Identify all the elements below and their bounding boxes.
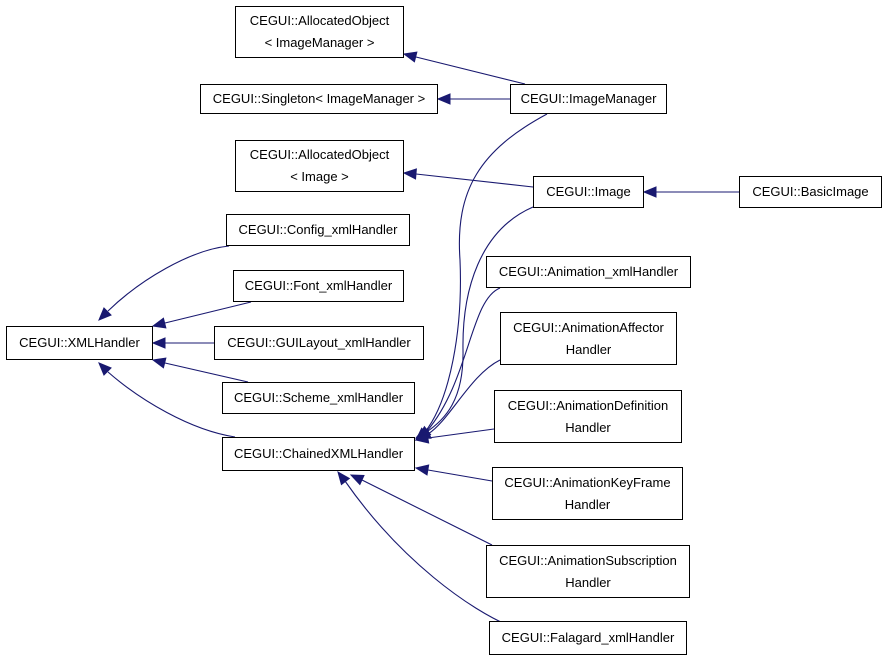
edge-scheme-to-xmlhandler — [164, 362, 249, 383]
arrowhead-chained — [414, 464, 430, 476]
node-label-line2: Handler — [565, 341, 612, 357]
edge-anim_subscription-to-chained — [361, 479, 493, 546]
node-falagard-xmlhandler[interactable]: CEGUI::Falagard_xmlHandler — [489, 621, 687, 655]
node-label: CEGUI::Font_xmlHandler — [244, 278, 393, 293]
node-label: CEGUI::Falagard_xmlHandler — [501, 630, 675, 645]
node-label-line2: Handler — [565, 574, 611, 590]
edge-image-to-chained — [424, 206, 534, 434]
edge-imagemanager-to-chained — [424, 113, 548, 433]
node-scheme-xmlhandler[interactable]: CEGUI::Scheme_xmlHandler — [222, 382, 415, 414]
arrowhead-chained — [414, 432, 430, 444]
edge-anim_keyframe-to-chained — [427, 469, 493, 482]
node-label-line1: CEGUI::AllocatedObject — [249, 13, 390, 28]
node-label-line2: Handler — [564, 496, 611, 512]
node-label: CEGUI::BasicImage — [752, 184, 869, 199]
node-animationaffectorhandler[interactable]: CEGUI::AnimationAffector Handler — [500, 312, 677, 365]
node-label: CEGUI::Animation_xmlHandler — [498, 264, 679, 279]
node-label-line1: CEGUI::AnimationAffector — [513, 319, 664, 335]
node-label: CEGUI::ChainedXMLHandler — [233, 446, 404, 461]
node-allocatedobject-image[interactable]: CEGUI::AllocatedObject < Image > — [235, 140, 404, 192]
edge-anim_definition-to-chained — [427, 428, 495, 439]
node-xmlhandler[interactable]: CEGUI::XMLHandler — [6, 326, 153, 360]
arrowhead-chained — [349, 474, 365, 486]
edge-config-to-xmlhandler — [107, 245, 230, 312]
arrowhead-xmlhandler — [151, 337, 166, 349]
node-label: CEGUI::Config_xmlHandler — [238, 222, 398, 237]
node-label-line2: < Image > — [290, 169, 349, 184]
node-animationkeyframehandler[interactable]: CEGUI::AnimationKeyFrame Handler — [492, 467, 683, 520]
arrowhead-xmlhandler — [98, 307, 112, 321]
node-label-line2: < ImageManager > — [264, 35, 375, 50]
node-label-line2: Handler — [565, 419, 611, 435]
node-label-line1: CEGUI::AnimationKeyFrame — [504, 474, 671, 490]
node-config-xmlhandler[interactable]: CEGUI::Config_xmlHandler — [226, 214, 410, 246]
node-label-line1: CEGUI::AnimationDefinition — [507, 397, 669, 413]
arrowhead-xmlhandler — [98, 362, 112, 376]
node-label: CEGUI::Image — [546, 184, 631, 199]
node-label: CEGUI::Scheme_xmlHandler — [233, 390, 404, 405]
node-chainedxmlhandler[interactable]: CEGUI::ChainedXMLHandler — [222, 437, 415, 471]
edge-anim_xml-to-chained — [426, 287, 501, 432]
node-label: CEGUI::Singleton< ImageManager > — [212, 91, 426, 106]
node-singleton-imagemanager[interactable]: CEGUI::Singleton< ImageManager > — [200, 84, 438, 114]
arrowhead-singleton — [436, 93, 451, 105]
arrowhead-xmlhandler — [151, 357, 167, 369]
node-animationsubscriptionhandler[interactable]: CEGUI::AnimationSubscription Handler — [486, 545, 690, 598]
node-label: CEGUI::ImageManager — [520, 91, 657, 106]
arrowhead-image — [642, 186, 657, 198]
edge-chained-to-xmlhandler — [107, 371, 236, 438]
arrowhead-alloc_image — [402, 168, 417, 180]
edge-font-to-xmlhandler — [164, 301, 252, 324]
node-animationdefinitionhandler[interactable]: CEGUI::AnimationDefinition Handler — [494, 390, 682, 443]
arrowhead-chained — [337, 470, 351, 486]
node-basicimage[interactable]: CEGUI::BasicImage — [739, 176, 882, 208]
node-label: CEGUI::GUILayout_xmlHandler — [227, 335, 411, 350]
edge-imagemanager-to-alloc_imgmgr — [415, 56, 526, 85]
edge-anim_affector-to-chained — [427, 359, 501, 435]
edge-falagard-to-chained — [344, 480, 513, 628]
arrowhead-xmlhandler — [151, 317, 167, 329]
node-animation-xmlhandler[interactable]: CEGUI::Animation_xmlHandler — [486, 256, 691, 288]
node-label-line1: CEGUI::AllocatedObject — [249, 147, 390, 162]
node-image[interactable]: CEGUI::Image — [533, 176, 644, 208]
arrowhead-alloc_imgmgr — [402, 51, 418, 63]
node-guilayout-xmlhandler[interactable]: CEGUI::GUILayout_xmlHandler — [214, 326, 424, 360]
node-label-line1: CEGUI::AnimationSubscription — [499, 552, 677, 568]
node-imagemanager[interactable]: CEGUI::ImageManager — [510, 84, 667, 114]
node-font-xmlhandler[interactable]: CEGUI::Font_xmlHandler — [233, 270, 404, 302]
node-allocatedobject-imagemanager[interactable]: CEGUI::AllocatedObject < ImageManager > — [235, 6, 404, 58]
node-label: CEGUI::XMLHandler — [19, 335, 140, 350]
edge-image-to-alloc_image — [415, 173, 534, 188]
